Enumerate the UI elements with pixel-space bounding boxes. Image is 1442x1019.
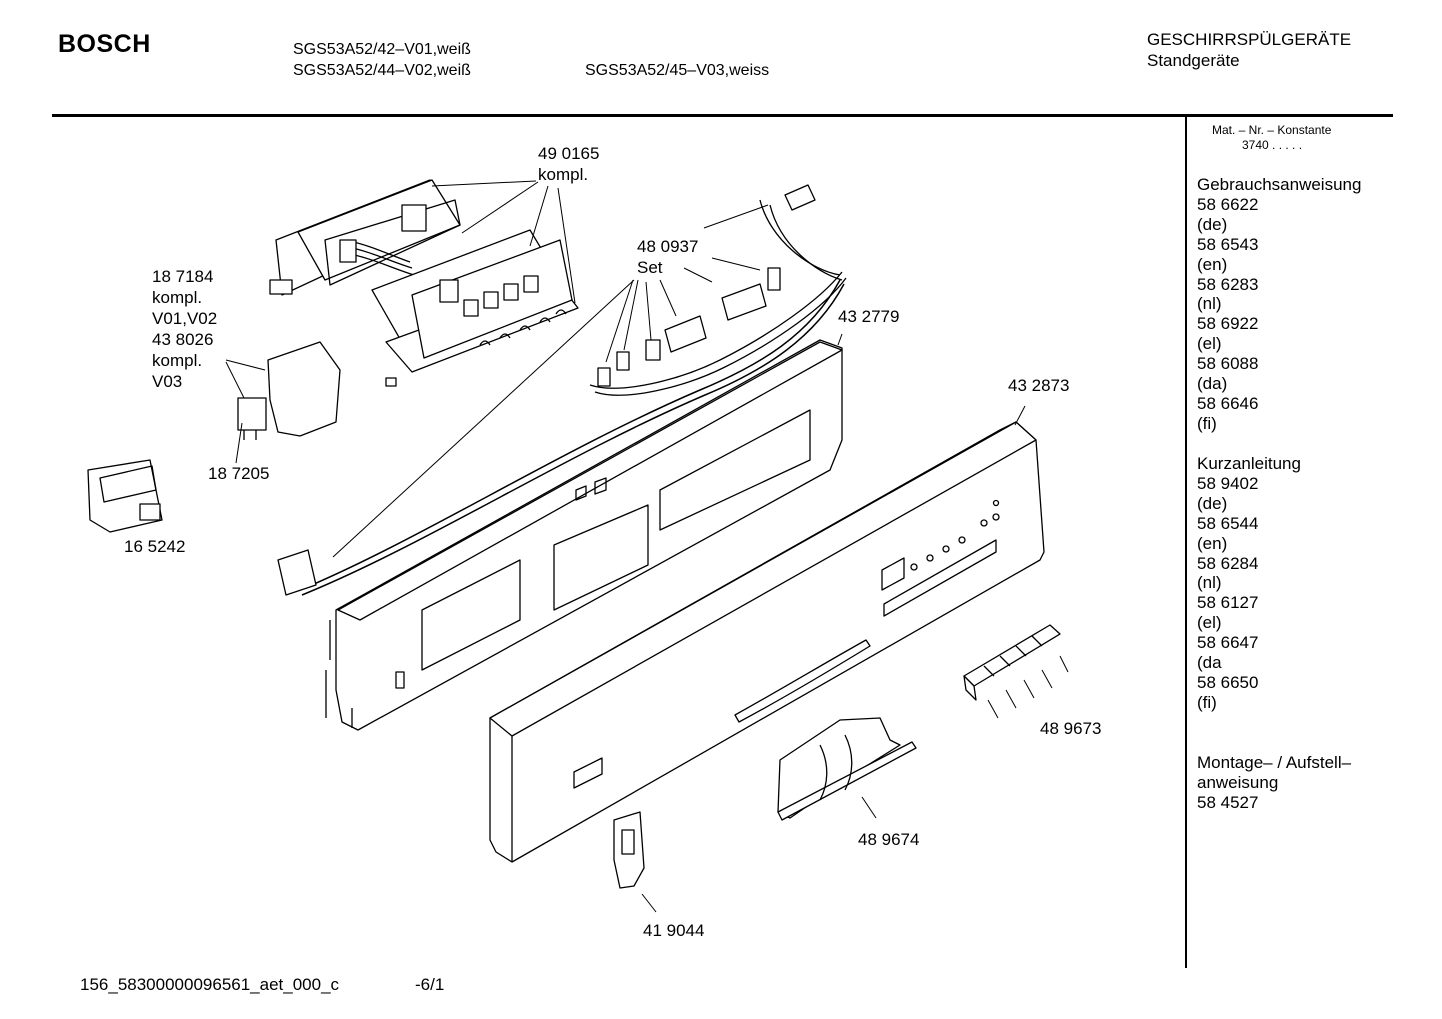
callout-489674: 48 9674 — [858, 830, 920, 849]
konstante-value: 3740 . . . . . — [1242, 138, 1303, 152]
callout-number: 48 0937 — [637, 237, 699, 256]
door-lock-part — [87, 459, 163, 533]
manual-line: 58 6544 — [1197, 513, 1259, 533]
callout-number: 49 0165 — [538, 144, 600, 163]
hinge-clip-part — [613, 811, 645, 889]
inner-frame — [325, 339, 843, 731]
category-subtitle: Standgeräte — [1147, 51, 1240, 70]
callout-490165: 49 0165 kompl. — [538, 143, 599, 185]
model-number-v02: SGS53A52/44–V02,weiß — [293, 62, 471, 79]
manual-section-title: Montage– / Aufstell– — [1197, 753, 1352, 772]
front-panel — [489, 421, 1045, 863]
callout-165242: 16 5242 — [124, 537, 186, 556]
button-set-part — [963, 624, 1061, 701]
page-number: -6/1 — [415, 975, 445, 994]
pressure-switch-part — [237, 341, 341, 440]
callout-432779: 43 2779 — [838, 307, 900, 326]
wiring-harness — [277, 184, 847, 596]
callout-489673: 48 9673 — [1040, 719, 1102, 738]
control-board-assembly — [269, 179, 579, 387]
manual-line: 58 6650 — [1197, 672, 1259, 692]
manual-line: (da) — [1197, 374, 1228, 394]
manual-line: 58 6088 — [1197, 354, 1259, 374]
konstante-label: Mat. – Nr. – Konstante — [1212, 123, 1332, 137]
callout-note: kompl. — [152, 351, 203, 370]
callout-note: V03 — [152, 372, 183, 391]
callout-number: 18 7184 — [152, 267, 214, 286]
model-number-v01: SGS53A52/42–V01,weiß — [293, 41, 471, 58]
brand-logo: BOSCH — [58, 30, 151, 58]
category-title: GESCHIRRSPÜLGERÄTE — [1147, 30, 1352, 49]
manual-line: 58 6543 — [1197, 234, 1259, 254]
manual-line: (fi) — [1197, 692, 1217, 712]
leader-lines — [225, 180, 1069, 913]
handle-part — [777, 717, 917, 821]
callout-note: kompl. — [538, 165, 589, 184]
manual-section-title: Kurzanleitung — [1197, 454, 1301, 473]
manual-line: 58 6622 — [1197, 194, 1259, 214]
manual-line: (da — [1197, 653, 1222, 673]
manual-line: (de) — [1197, 493, 1228, 513]
callout-480937: 48 0937 Set — [637, 236, 698, 278]
model-number-v03: SGS53A52/45–V03,weiss — [585, 62, 770, 79]
manual-line: (fi) — [1197, 413, 1217, 433]
callout-187184: 18 7184 kompl. V01,V02 43 8026 kompl. V0… — [152, 266, 217, 392]
callout-number: 43 8026 — [152, 330, 214, 349]
callout-note: V01,V02 — [152, 309, 218, 328]
callout-419044: 41 9044 — [643, 921, 705, 940]
manual-section-montage: Montage– / Aufstell– anweisung 58 4527 — [1197, 753, 1351, 813]
callout-note: Set — [637, 258, 663, 277]
manual-line: (de) — [1197, 214, 1228, 234]
callout-187205: 18 7205 — [208, 464, 270, 483]
manual-line: 58 6127 — [1197, 593, 1259, 613]
manual-line: (en) — [1197, 254, 1228, 274]
manual-line: 58 6283 — [1197, 274, 1259, 294]
manual-line: 58 4527 — [1197, 792, 1259, 812]
callout-note: kompl. — [152, 288, 203, 307]
manual-section-title: Gebrauchsanweisung — [1197, 175, 1362, 194]
manual-line: (nl) — [1197, 573, 1222, 593]
manual-section-kurzanleitung: Kurzanleitung 58 9402 (de) 58 6544 (en) … — [1197, 454, 1301, 713]
header-divider — [52, 114, 1393, 117]
manual-line: 58 6647 — [1197, 633, 1259, 653]
manual-line: 58 9402 — [1197, 473, 1259, 493]
sidebar-divider — [1185, 116, 1187, 968]
document-id: 156_58300000096561_aet_000_c — [80, 975, 340, 994]
manual-line: (el) — [1197, 334, 1222, 354]
manual-line: (en) — [1197, 533, 1228, 553]
manual-line: (nl) — [1197, 294, 1222, 314]
manual-line: 58 6284 — [1197, 553, 1259, 573]
manual-line: 58 6922 — [1197, 314, 1259, 334]
callout-432873: 43 2873 — [1008, 376, 1070, 395]
manual-line: anweisung — [1197, 772, 1279, 792]
manual-line: 58 6646 — [1197, 393, 1259, 413]
manual-line: (el) — [1197, 613, 1222, 633]
manual-section-gebrauchsanweisung: Gebrauchsanweisung 58 6622 (de) 58 6543 … — [1197, 175, 1361, 434]
